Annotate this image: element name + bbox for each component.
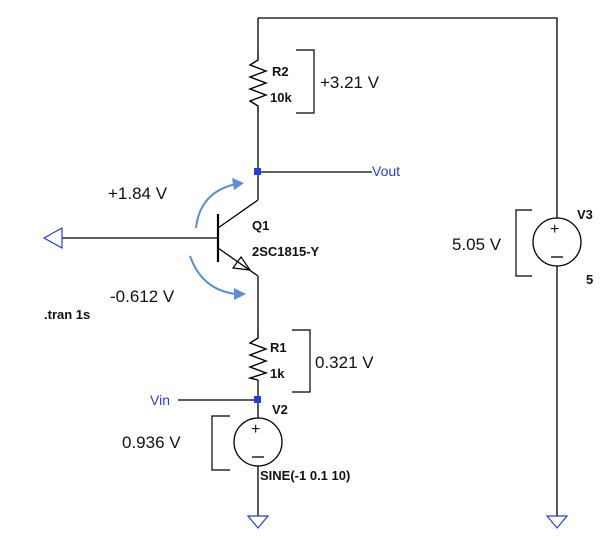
r2-voltage: +3.21 V — [320, 73, 380, 92]
voltage-source-v2[interactable]: + V2 SINE(-1 0.1 10) 0.936 V — [122, 402, 350, 483]
r2-value: 10k — [270, 90, 292, 105]
r1-value: 1k — [270, 366, 285, 381]
q1-name: Q1 — [252, 218, 269, 233]
r1-voltage-bracket — [292, 329, 311, 393]
v2-plus-sign: + — [251, 421, 260, 438]
v2-body — [233, 417, 283, 467]
q1-emitter-arrow — [231, 255, 252, 271]
v2-name: V2 — [272, 402, 288, 417]
vcb-voltage: +1.84 V — [108, 184, 168, 203]
r2-name: R2 — [272, 64, 289, 79]
voltage-arrows — [189, 178, 246, 300]
vcb-arrow — [195, 183, 237, 229]
wire-top-rail — [258, 17, 558, 210]
base-signal-flag — [42, 226, 63, 250]
vbe-voltage: -0.612 V — [110, 287, 175, 306]
v3-plus-sign: + — [550, 221, 559, 238]
v3-name: V3 — [577, 207, 593, 222]
vout-net-label[interactable]: Vout — [372, 163, 400, 179]
vbe-arrow-head — [234, 288, 246, 300]
v2-voltage: 0.936 V — [122, 433, 181, 452]
r1-voltage: 0.321 V — [315, 353, 374, 372]
resistor-r1[interactable]: R1 1k 0.321 V — [247, 329, 374, 393]
vbe-arrow — [189, 255, 237, 295]
resistor-r1-body — [247, 330, 269, 381]
vout-junction — [254, 168, 261, 175]
wires — [62, 17, 558, 516]
v3-body — [532, 217, 582, 267]
vin-junction — [254, 396, 261, 403]
vcb-arrow-head — [232, 178, 244, 190]
ground-v2-icon — [246, 515, 270, 529]
vin-net-label[interactable]: Vin — [150, 392, 170, 408]
v3-voltage-bracket — [515, 209, 532, 277]
r1-name: R1 — [270, 340, 287, 355]
transistor-q1[interactable]: Q1 2SC1815-Y — [216, 199, 320, 277]
resistor-r2[interactable]: R2 10k +3.21 V — [248, 49, 380, 114]
q1-model: 2SC1815-Y — [252, 244, 320, 259]
q1-collector-lead — [217, 199, 259, 229]
resistor-r2-body — [248, 52, 268, 112]
v2-voltage-bracket — [211, 415, 230, 471]
v3-voltage: 5.05 V — [452, 235, 502, 254]
v3-value: 5 — [586, 272, 593, 287]
r2-voltage-bracket — [296, 49, 315, 114]
ground-v3-icon — [545, 515, 569, 529]
voltage-source-v3[interactable]: + V3 5 5.05 V — [452, 207, 593, 287]
v2-value: SINE(-1 0.1 10) — [260, 468, 350, 483]
tran-directive[interactable]: .tran 1s — [44, 307, 90, 322]
